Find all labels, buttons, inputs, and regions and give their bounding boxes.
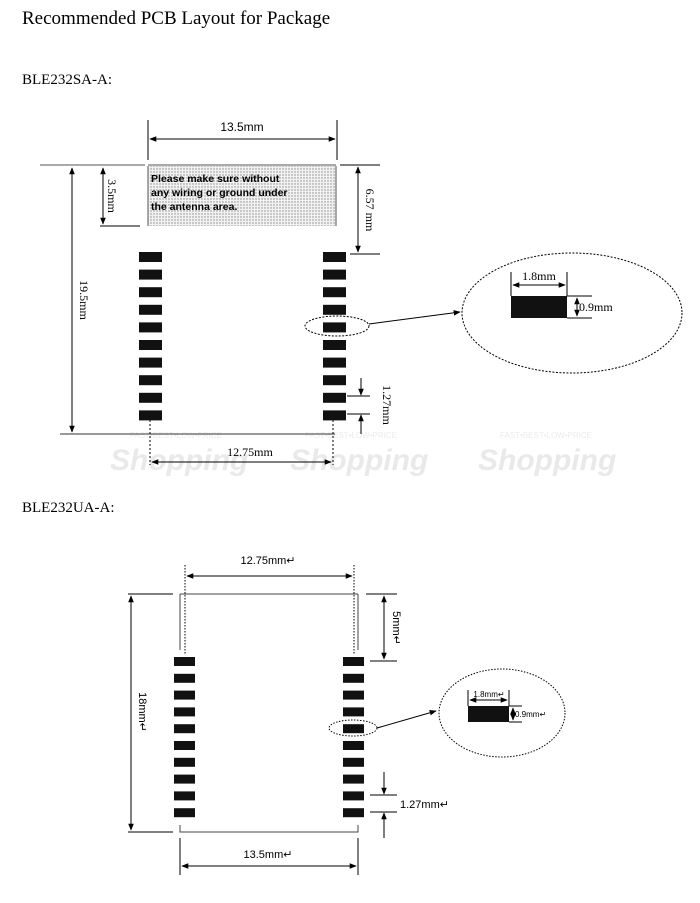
- left-pad: [174, 657, 195, 666]
- ua-pads: [174, 657, 364, 818]
- svg-text:the antenna area.: the antenna area.: [151, 201, 237, 213]
- pad-detail: [511, 296, 567, 318]
- svg-text:FAST•BEST•LOW•PRICE: FAST•BEST•LOW•PRICE: [305, 431, 397, 440]
- right-pad: [323, 252, 346, 262]
- right-pad: [343, 657, 364, 666]
- sa-heading: BLE232SA-A:: [22, 72, 112, 88]
- right-pad: [323, 322, 346, 333]
- left-pad: [174, 690, 195, 700]
- left-pad: [139, 287, 162, 298]
- left-pad: [174, 673, 195, 683]
- ua-pitch-label: 1.27mm↵: [400, 799, 449, 811]
- sa-height-label: 19.5mm: [77, 280, 91, 320]
- svg-text:Please make sure without: Please make sure without: [151, 173, 280, 185]
- left-pad: [174, 791, 195, 801]
- sa-pad-offset-label: 6.57 mm: [363, 189, 377, 232]
- left-pad: [139, 357, 162, 368]
- left-pad: [139, 304, 162, 315]
- left-pad: [174, 741, 195, 750]
- antenna-keepout-area: [148, 166, 336, 226]
- sa-detail-height-label: 0.9mm: [579, 300, 613, 314]
- ua-height-label: 18mm↵: [136, 692, 148, 732]
- ua-pad-span-label: 12.75mm↵: [240, 555, 295, 567]
- right-pad: [343, 724, 364, 734]
- left-pad: [139, 410, 162, 421]
- right-pad: [323, 392, 346, 403]
- sa-pitch-label: 1.27mm: [380, 385, 394, 425]
- left-pad: [139, 252, 162, 262]
- watermark: FAST•BEST•LOW•PRICE Shopping FAST•BEST•L…: [110, 431, 616, 477]
- right-pad: [323, 357, 346, 368]
- left-pad: [174, 774, 195, 784]
- svg-text:Shopping: Shopping: [478, 444, 616, 477]
- svg-text:FAST•BEST•LOW•PRICE: FAST•BEST•LOW•PRICE: [500, 431, 592, 440]
- right-pad: [343, 741, 364, 750]
- right-pad: [343, 808, 364, 818]
- left-pad: [139, 340, 162, 350]
- right-pad: [343, 690, 364, 700]
- right-pad: [323, 410, 346, 421]
- left-pad: [174, 757, 195, 767]
- left-pad: [139, 269, 162, 280]
- ua-pad-offset-label: 5mm↵: [390, 611, 402, 645]
- left-pad: [139, 375, 162, 386]
- left-pad: [139, 322, 162, 333]
- right-pad: [343, 673, 364, 683]
- left-pad: [174, 707, 195, 717]
- ua-width-label: 13.5mm↵: [244, 849, 293, 861]
- page-title: Recommended PCB Layout for Package: [22, 8, 331, 29]
- right-pad: [323, 287, 346, 298]
- antenna-note: Please make sure without any wiring or g…: [151, 173, 288, 213]
- left-pad: [139, 392, 162, 403]
- sa-width-label: 13.5mm: [220, 120, 263, 134]
- ua-diagram: [128, 565, 566, 875]
- ua-detail-width-label: 1.8mm↵: [473, 690, 504, 699]
- right-pad: [323, 375, 346, 386]
- right-pad: [343, 707, 364, 717]
- right-pad: [343, 774, 364, 784]
- sa-antenna-depth-label: 3.5mm: [105, 179, 119, 213]
- right-pad: [343, 791, 364, 801]
- ua-heading: BLE232UA-A:: [22, 500, 115, 516]
- svg-text:any wiring or ground under: any wiring or ground under: [151, 187, 288, 199]
- right-pad: [323, 304, 346, 315]
- pad-detail: [468, 706, 509, 722]
- left-pad: [174, 808, 195, 818]
- sa-pads: [139, 252, 346, 421]
- svg-text:FAST•BEST•LOW•PRICE: FAST•BEST•LOW•PRICE: [130, 431, 222, 440]
- left-pad: [174, 724, 195, 734]
- ua-detail-height-label: 0.9mm↵: [515, 710, 546, 719]
- right-pad: [343, 757, 364, 767]
- right-pad: [323, 340, 346, 350]
- sa-detail-width-label: 1.8mm: [522, 269, 556, 283]
- sa-diagram: [40, 120, 683, 465]
- sa-pad-span-label: 12.75mm: [227, 445, 273, 459]
- svg-text:Shopping: Shopping: [290, 444, 428, 477]
- right-pad: [323, 269, 346, 280]
